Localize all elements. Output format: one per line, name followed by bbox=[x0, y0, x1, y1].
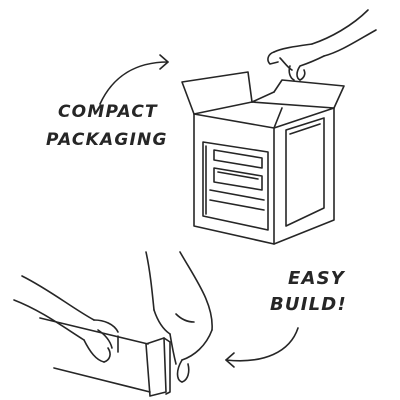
arrow-to-box-icon bbox=[99, 54, 169, 105]
compact-packaging-line1: COMPACT bbox=[58, 102, 158, 122]
end-piece bbox=[145, 337, 167, 397]
board-bottom-edge bbox=[53, 367, 151, 393]
easy-build-line2: BUILD! bbox=[270, 294, 347, 315]
box-side-face bbox=[273, 107, 335, 245]
inner-part-rail-top bbox=[213, 149, 263, 169]
compact-packaging-line2: PACKAGING bbox=[46, 130, 168, 150]
reaching-hand bbox=[267, 9, 377, 81]
easy-build-line1: EASY bbox=[288, 268, 346, 289]
box-right-flap bbox=[273, 79, 345, 109]
left-hand bbox=[13, 275, 119, 363]
right-hand bbox=[145, 251, 213, 383]
box-left-flap bbox=[181, 71, 253, 115]
box-front-window bbox=[202, 141, 269, 231]
arrow-to-hands-icon bbox=[225, 327, 299, 368]
box-side-window bbox=[285, 117, 325, 227]
inner-part-rail-bottom bbox=[213, 167, 263, 191]
assembly-panel bbox=[39, 317, 171, 397]
cardboard-box bbox=[181, 71, 345, 245]
